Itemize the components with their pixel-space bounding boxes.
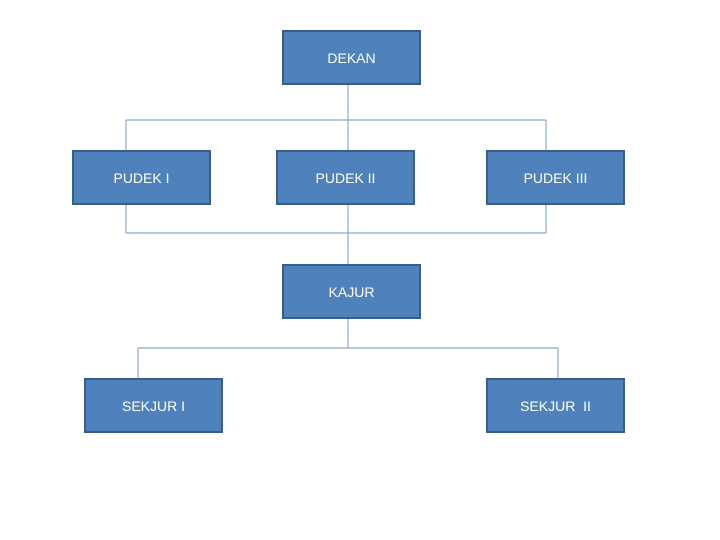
sekjur-2-box: SEKJUR II	[486, 378, 625, 433]
dekan-box: DEKAN	[282, 30, 421, 85]
pudek-1-box: PUDEK I	[72, 150, 211, 205]
sekjur-1-box: SEKJUR I	[84, 378, 223, 433]
pudek-3-box: PUDEK III	[486, 150, 625, 205]
kajur-box: KAJUR	[282, 264, 421, 319]
pudek-2-box: PUDEK II	[276, 150, 415, 205]
